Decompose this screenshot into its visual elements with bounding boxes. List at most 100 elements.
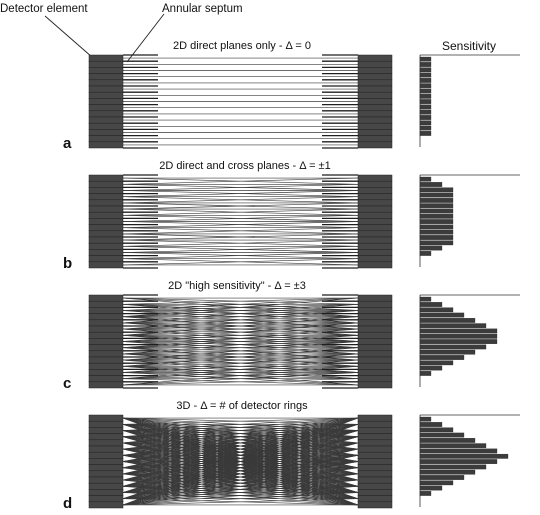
sensitivity-bar (419, 485, 443, 491)
line-of-response (122, 417, 359, 493)
panel-b-sensitivity-profile (419, 174, 520, 267)
line-of-response (122, 353, 359, 367)
line-of-response (122, 190, 359, 198)
left-detector-element (88, 199, 124, 207)
right-detector-element (357, 224, 393, 232)
left-detector-element (88, 85, 124, 93)
line-of-response (122, 297, 359, 318)
left-detector-element (88, 445, 124, 453)
sensitivity-bar (419, 245, 443, 251)
sensitivity-bar (419, 344, 487, 350)
left-detector-element (88, 350, 124, 358)
line-of-response (122, 417, 359, 506)
right-detector-element (357, 218, 393, 225)
left-detector-element (88, 211, 124, 219)
line-of-response (122, 498, 359, 506)
sensitivity-bar (419, 93, 432, 99)
left-detector-element (88, 193, 124, 201)
sensitivity-bar (419, 453, 509, 459)
right-detector-element (357, 476, 393, 484)
left-detector-element (88, 122, 124, 130)
sensitivity-bar (419, 192, 454, 198)
right-detector-element (357, 129, 393, 136)
left-detector-element (88, 451, 124, 459)
sensitivity-bar (419, 296, 432, 302)
line-of-response (122, 365, 359, 386)
detector-element-leader-line (44, 15, 93, 58)
line-of-response (122, 417, 359, 481)
right-detector-element (357, 122, 393, 130)
left-detector-element (88, 230, 124, 238)
sensitivity-bar (419, 182, 443, 187)
sensitivity-bar (419, 67, 432, 73)
line-of-response (122, 417, 359, 487)
line-of-response (122, 479, 359, 506)
right-detector-element (357, 67, 393, 74)
sensitivity-bar (419, 355, 465, 360)
sensitivity-bar (419, 229, 454, 235)
right-detector-element (357, 458, 393, 465)
left-detector-element (88, 205, 124, 213)
line-of-response (122, 454, 359, 506)
line-of-response (122, 417, 359, 469)
panel-a: 2D direct planes only - Δ = 0 a (63, 40, 520, 152)
line-of-response (122, 202, 359, 210)
right-detector-element (357, 331, 393, 339)
panel-c-title: 2D "high sensitivity" - Δ = ±3 (168, 280, 306, 292)
line-of-response (122, 177, 359, 185)
line-of-response (122, 473, 359, 506)
sensitivity-label: Sensitivity (442, 39, 496, 53)
line-of-response (122, 227, 359, 235)
left-detector-element (88, 218, 124, 225)
right-detector-element (357, 104, 393, 112)
left-detector-element (88, 344, 124, 352)
line-of-response (122, 341, 359, 361)
left-detector-element (88, 249, 124, 256)
left-detector-element (88, 91, 124, 99)
line-of-response (122, 417, 359, 431)
right-detector-element (357, 439, 393, 447)
left-detector-element (88, 356, 124, 364)
panel-b-letter: b (63, 255, 72, 272)
sensitivity-bar (419, 115, 432, 120)
line-of-response (122, 310, 359, 330)
panel-c: 2D "high sensitivity" - Δ = ±3 c (63, 280, 520, 392)
sensitivity-bar (419, 208, 454, 214)
right-detector-element (357, 294, 393, 302)
left-detector-element (88, 224, 124, 232)
line-of-response (122, 442, 359, 506)
sensitivity-bar (419, 219, 454, 224)
right-detector-element (357, 381, 393, 389)
left-detector-element (88, 464, 124, 472)
left-detector-element (88, 54, 124, 62)
line-of-response (122, 297, 359, 311)
left-detector-element (88, 313, 124, 321)
line-of-response (122, 461, 359, 506)
left-detector-element (88, 60, 124, 68)
panel-a-septa (123, 54, 358, 149)
line-of-response (122, 417, 359, 438)
line-of-response (122, 448, 359, 506)
right-detector-element (357, 174, 393, 182)
sensitivity-bar (419, 62, 432, 67)
right-detector-element (357, 187, 393, 194)
left-detector-element (88, 501, 124, 509)
line-of-response (122, 239, 359, 247)
sensitivity-bar (419, 464, 487, 470)
line-of-response (122, 303, 359, 318)
left-detector-element (88, 261, 124, 269)
right-detector-element (357, 211, 393, 219)
left-detector-element (88, 319, 124, 327)
left-detector-element (88, 242, 124, 250)
right-detector-element (357, 110, 393, 118)
line-of-response (122, 417, 359, 456)
left-detector-element (88, 338, 124, 345)
panel-a-title: 2D direct planes only - Δ = 0 (173, 40, 311, 52)
panel-a-left-detector (88, 54, 124, 149)
line-of-response (122, 417, 359, 475)
sensitivity-bar (419, 176, 432, 182)
right-detector-element (357, 482, 393, 490)
sensitivity-bar (419, 443, 487, 449)
line-of-response (122, 485, 359, 506)
